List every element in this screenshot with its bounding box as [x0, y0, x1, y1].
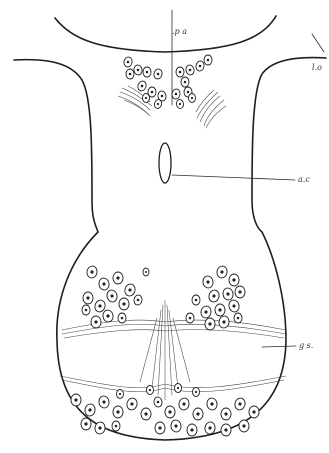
nerve-cell [113, 272, 123, 284]
nerve-cell [202, 275, 214, 289]
nerve-cell [119, 298, 129, 310]
nerve-cell [141, 408, 151, 420]
nerve-cell [206, 397, 218, 411]
nerve-cell [221, 408, 231, 420]
nerve-cell [84, 403, 96, 417]
nerve-cell [98, 395, 110, 409]
nerve-cell [83, 292, 93, 304]
nerve-cell [228, 299, 241, 313]
leader-ac [172, 175, 295, 180]
nerve-cell [216, 265, 228, 279]
nerve-cell [234, 397, 247, 411]
nerve-cell [249, 406, 259, 418]
nerve-cell [218, 315, 230, 329]
nerve-cell [204, 55, 212, 65]
nerve-cell [147, 386, 154, 395]
nerve-cell [229, 274, 239, 286]
nerve-cell [235, 286, 245, 298]
nerve-cell [124, 283, 137, 297]
nerve-cell [170, 419, 182, 433]
nerve-cell [187, 424, 197, 436]
nerve-cell [118, 313, 126, 323]
nerve-cell [208, 289, 221, 303]
nerve-cell [98, 277, 110, 291]
nerve-cell [175, 384, 182, 393]
left-cell-group [82, 265, 149, 328]
nerve-cell [113, 406, 123, 418]
nerve-cell [234, 313, 242, 323]
commissure-fibres [60, 320, 286, 392]
nerve-cell [186, 313, 194, 323]
nerve-cell [176, 99, 184, 109]
nerve-cell [81, 418, 91, 430]
nerve-cell [112, 421, 120, 431]
nerve-cell [82, 305, 90, 315]
nerve-cell [71, 394, 81, 406]
nerve-cell [205, 318, 215, 330]
nerve-cell [171, 88, 181, 99]
right-upper-fibres [196, 90, 226, 128]
nerve-cell [215, 304, 225, 316]
raphe-fibres [140, 300, 190, 400]
label-ac: a.c [298, 175, 310, 184]
nerve-cell [123, 56, 133, 67]
corner-mark [312, 34, 324, 52]
nerve-cell [143, 268, 149, 276]
nerve-cell [126, 397, 139, 411]
nerve-cell [193, 388, 200, 397]
nerve-cell [221, 424, 231, 436]
nerve-cell [200, 305, 212, 319]
nerve-cell [106, 289, 119, 303]
nerve-cell [193, 408, 203, 420]
nerve-cell [91, 316, 101, 328]
label-gs: g s. [299, 341, 313, 350]
nerve-cell [133, 294, 143, 305]
nerve-cell [117, 390, 124, 399]
nerve-cell [86, 265, 98, 279]
leader-gs [262, 346, 296, 347]
nerve-cell [222, 287, 234, 301]
nerve-cell [239, 420, 249, 432]
nerve-cell [189, 94, 196, 103]
nerve-cell [155, 422, 165, 434]
nerve-cell [204, 421, 216, 435]
nerve-cell [181, 77, 189, 87]
nerve-cell [126, 69, 134, 79]
nerve-cell [185, 64, 195, 76]
nerve-cell [195, 60, 205, 71]
nerve-cell [143, 94, 150, 103]
nerve-cell [143, 67, 151, 77]
nerve-cell [165, 406, 175, 418]
label-pa: .p a [172, 27, 187, 36]
nerve-cell [178, 397, 190, 411]
nerve-cell [137, 80, 148, 92]
nerve-cell [192, 295, 200, 305]
nerve-cell [133, 64, 143, 75]
upper-cell-group [123, 55, 212, 109]
label-lo: l.o [312, 63, 322, 72]
nerve-cell [176, 67, 184, 77]
nerve-cell [153, 68, 163, 80]
central-canal [159, 143, 171, 183]
nerve-cell [102, 309, 114, 323]
nerve-cell [153, 396, 163, 407]
